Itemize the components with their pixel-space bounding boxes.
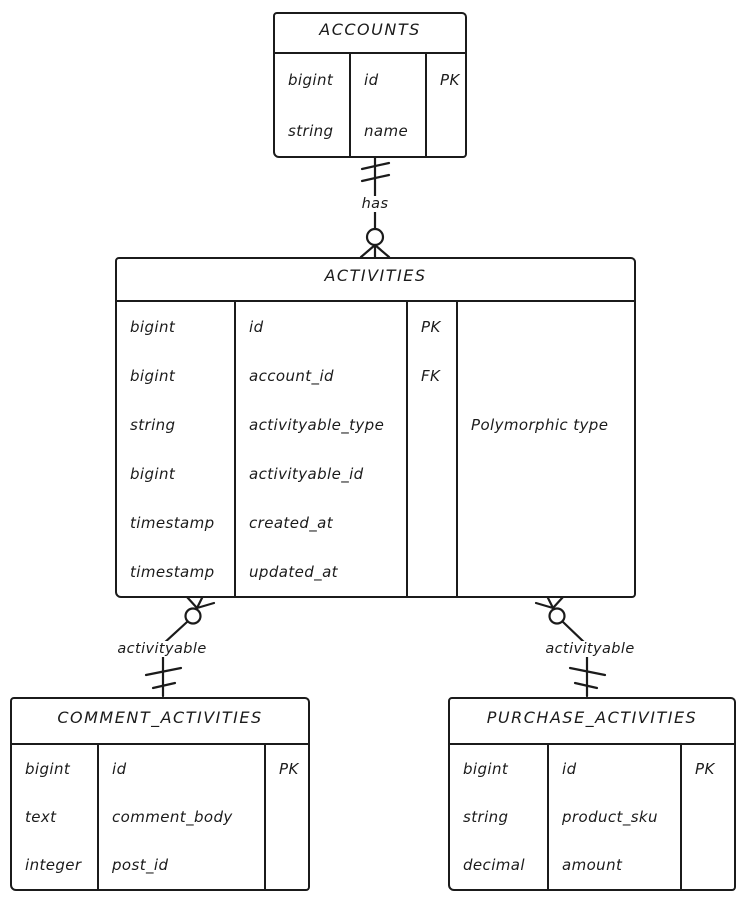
attr-key: PK [695,760,715,778]
attr-type: bigint [130,366,176,385]
entity-comment-activities: COMMENT_ACTIVITIES bigint text integer i… [10,697,310,891]
attr-type: string [130,415,176,434]
attr-type: bigint [25,760,71,778]
attr-name: amount [562,856,623,874]
attr-type: integer [25,856,82,874]
attr-name: comment_body [112,808,233,826]
relationship-label-activityable-left: activityable [112,641,212,657]
attr-name: activityable_id [249,464,364,483]
attr-key [408,547,456,596]
attr-type: timestamp [130,513,215,532]
attr-name: id [249,317,264,336]
entity-purchase-activities-title: PURCHASE_ACTIVITIES [450,699,734,745]
attr-type: timestamp [130,562,215,581]
edge-activities-purchase [534,594,607,698]
attr-key [408,498,456,547]
attr-key: FK [421,366,441,385]
attr-name: id [112,760,127,778]
attr-key: PK [421,317,441,336]
attr-name: updated_at [249,562,338,581]
attr-type: bigint [288,70,334,89]
attr-key [682,841,734,889]
attr-name: product_sku [562,808,658,826]
relationship-label-activityable-right: activityable [540,641,640,657]
relationship-label-has: has [356,196,394,212]
attr-type: string [288,121,334,140]
entity-activities-title: ACTIVITIES [117,259,634,302]
attr-name: name [364,121,409,140]
attr-name: created_at [249,513,334,532]
attr-key [408,400,456,449]
entity-comment-activities-title: COMMENT_ACTIVITIES [12,699,308,745]
entity-accounts: ACCOUNTS bigint string id name PK [273,12,467,158]
attr-comment: Polymorphic type [471,415,609,434]
attr-name: post_id [112,856,169,874]
edge-accounts-activities [359,155,391,260]
attr-type: decimal [463,856,525,874]
attr-type: string [463,808,509,826]
entity-purchase-activities: PURCHASE_ACTIVITIES bigint string decima… [448,697,736,891]
edge-activities-comment [144,594,216,698]
attr-name: id [364,70,379,89]
entity-activities: ACTIVITIES bigint bigint string bigint t… [115,257,636,598]
attr-key [266,793,308,841]
entity-accounts-title: ACCOUNTS [275,14,465,54]
attr-key: PK [279,760,299,778]
attr-type: bigint [463,760,509,778]
attr-name: id [562,760,577,778]
attr-type: bigint [130,464,176,483]
attr-name: account_id [249,366,334,385]
attr-type: text [25,808,57,826]
attr-type: bigint [130,317,176,336]
attr-key [266,841,308,889]
attr-key [682,793,734,841]
attr-name: activityable_type [249,415,385,434]
attr-key [427,105,465,156]
attr-key [408,449,456,498]
attr-key: PK [440,70,460,89]
